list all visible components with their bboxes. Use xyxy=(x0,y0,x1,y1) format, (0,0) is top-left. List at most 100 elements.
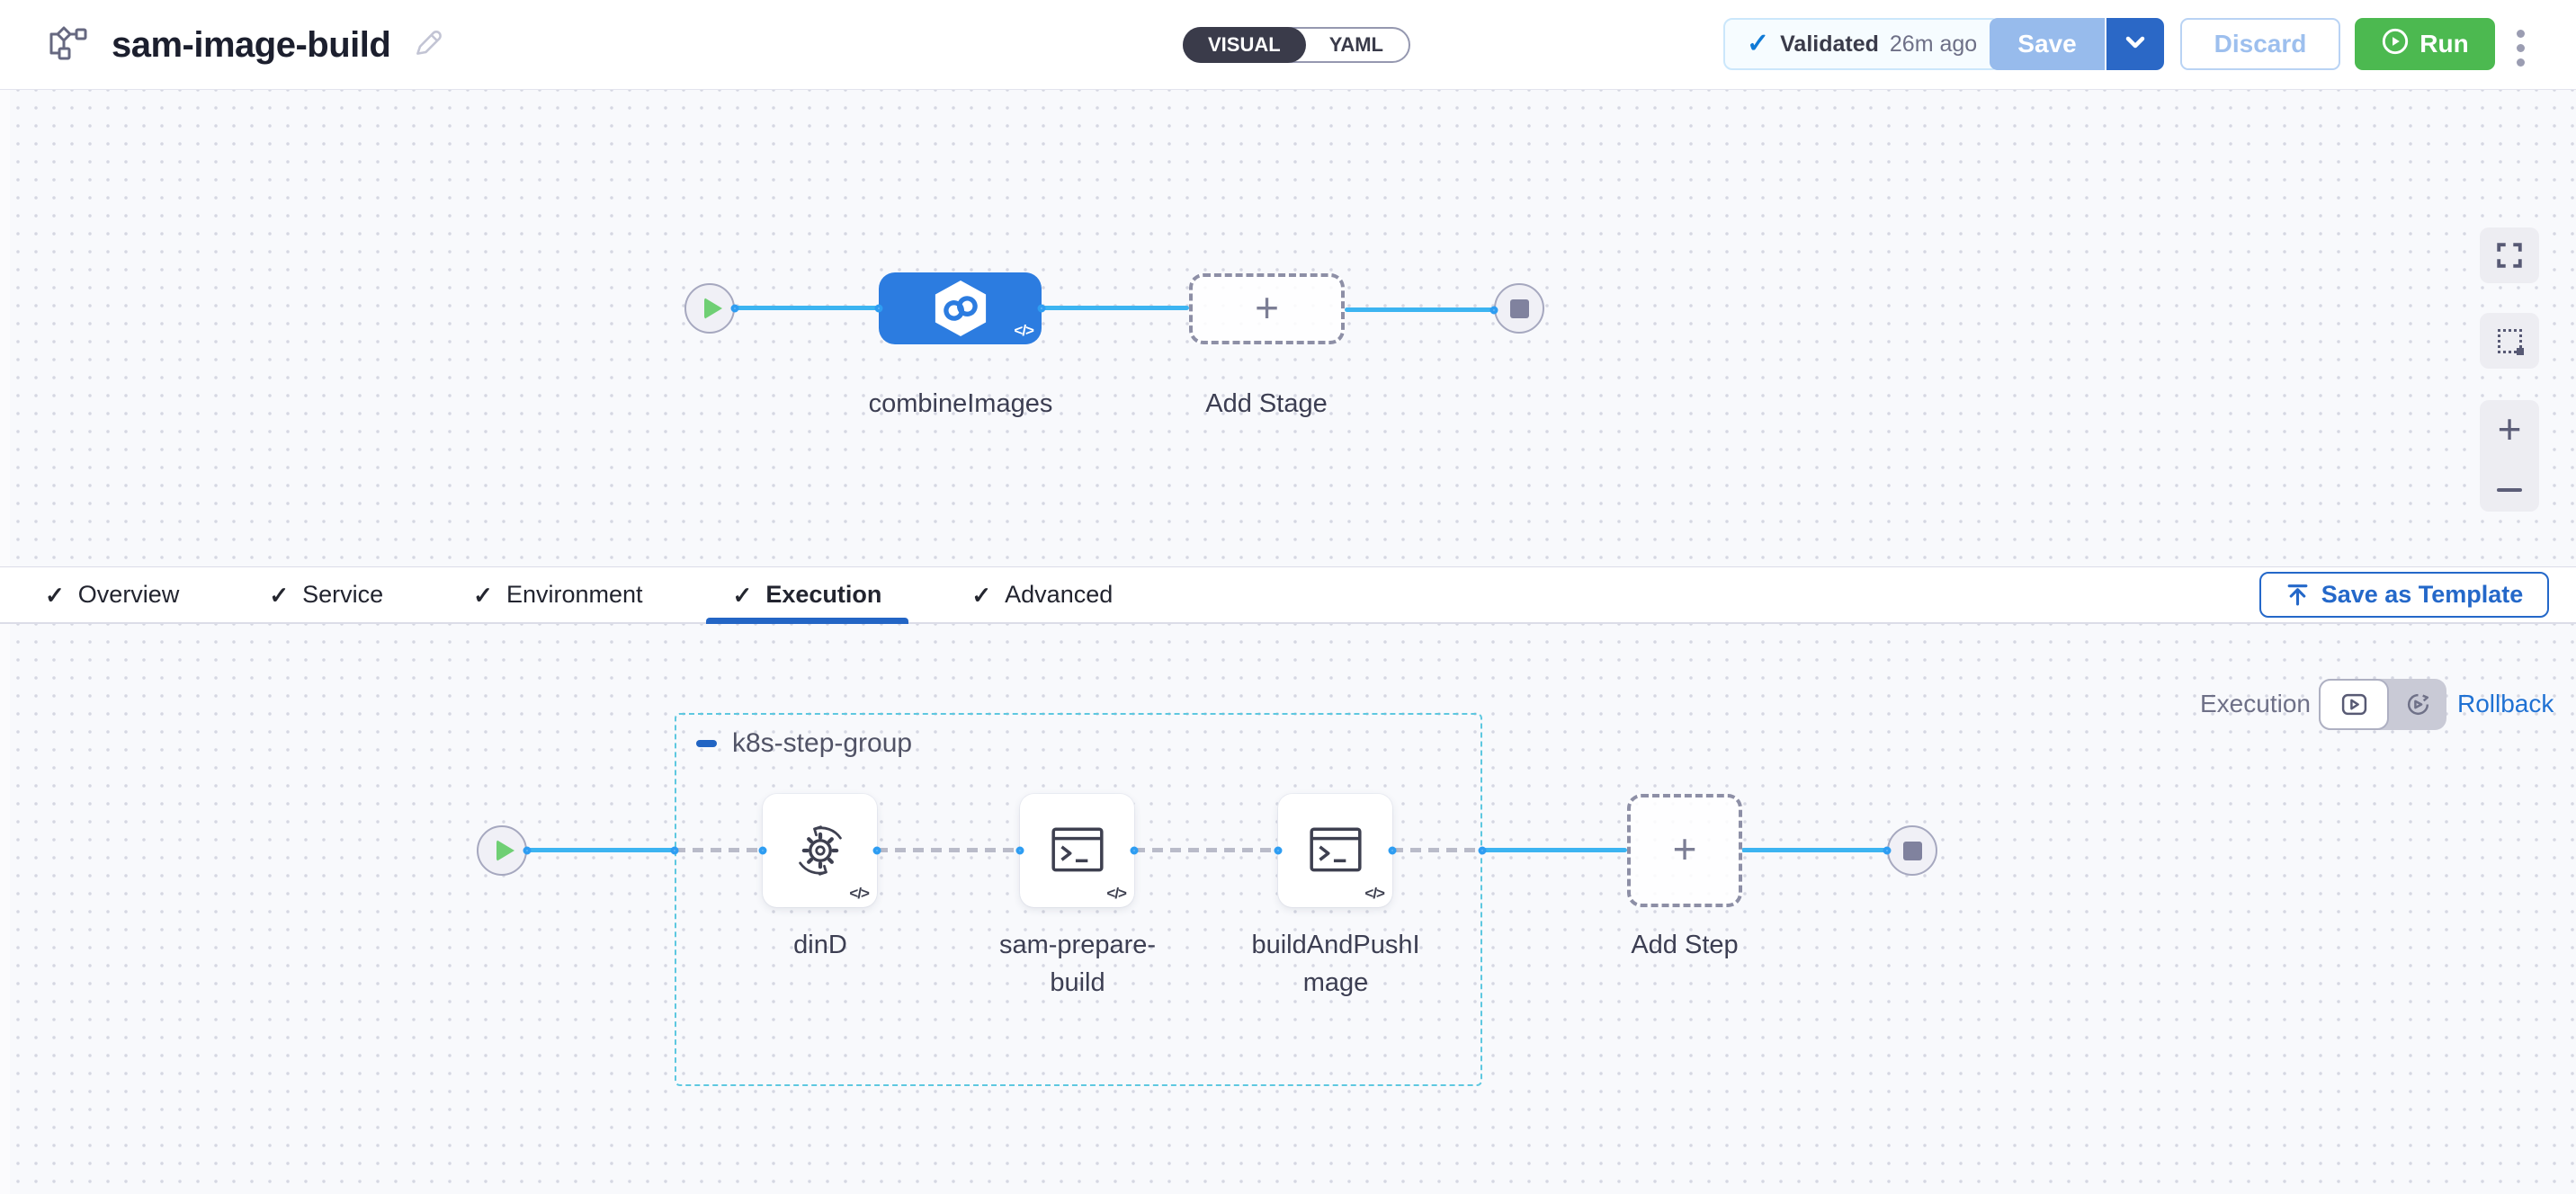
discard-button[interactable]: Discard xyxy=(2180,18,2340,70)
flow-dash-line xyxy=(675,848,763,852)
more-options-kebab-icon[interactable] xyxy=(2513,26,2528,70)
step-sam-prepare-build[interactable]: </> xyxy=(1020,794,1134,907)
collapse-minus-icon[interactable] xyxy=(696,740,717,747)
step-dind[interactable]: </> xyxy=(763,794,877,907)
zoom-out-button[interactable] xyxy=(2497,488,2522,492)
flow-line xyxy=(1042,306,1189,310)
rollback-circle-icon xyxy=(2407,693,2428,716)
flow-line xyxy=(1741,848,1887,852)
stop-icon xyxy=(1902,841,1922,860)
run-label: Run xyxy=(2419,30,2469,58)
play-icon xyxy=(496,840,514,861)
tab-service[interactable]: ✓ Service xyxy=(242,567,410,622)
execution-rollback-switch xyxy=(2319,679,2446,730)
code-badge-icon: </> xyxy=(1014,322,1034,339)
run-button[interactable]: Run xyxy=(2355,18,2495,70)
connector-port[interactable] xyxy=(523,846,532,855)
add-stage-button[interactable]: + xyxy=(1189,273,1345,344)
step-group-label: k8s-step-group xyxy=(732,728,913,758)
tab-label: Overview xyxy=(77,581,180,608)
code-badge-icon: </> xyxy=(849,885,870,902)
check-icon: ✓ xyxy=(732,581,753,609)
toggle-yaml[interactable]: YAML xyxy=(1328,33,1383,56)
tab-advanced[interactable]: ✓ Advanced xyxy=(944,567,1140,622)
connector-port[interactable] xyxy=(670,846,679,855)
marquee-select-icon xyxy=(2497,328,2524,355)
tab-label: Environment xyxy=(505,581,643,608)
check-icon: ✓ xyxy=(45,581,65,609)
step-group-box[interactable] xyxy=(675,713,1482,1086)
visual-yaml-toggle: VISUAL YAML xyxy=(1183,27,1410,63)
multi-select-button[interactable] xyxy=(2480,313,2539,369)
flow-dash-line xyxy=(1392,848,1482,852)
connector-port[interactable] xyxy=(1274,846,1283,855)
execution-mode-label: Execution xyxy=(2200,690,2311,717)
step-build-and-push-image[interactable]: </> xyxy=(1278,794,1392,907)
save-dropdown-button[interactable] xyxy=(2106,18,2164,70)
flow-dash-line xyxy=(1134,848,1278,852)
connector-port[interactable] xyxy=(730,304,739,313)
flow-line xyxy=(1482,848,1627,852)
zoom-in-button[interactable]: + xyxy=(2497,405,2522,452)
save-button[interactable]: Save xyxy=(1990,18,2106,70)
upload-icon xyxy=(2287,584,2308,606)
stage-combineimages[interactable]: </> xyxy=(879,272,1042,344)
tab-label: Execution xyxy=(765,581,882,608)
connector-port[interactable] xyxy=(1388,846,1397,855)
connector-port[interactable] xyxy=(1130,846,1139,855)
check-icon: ✓ xyxy=(1747,29,1770,58)
terminal-icon xyxy=(1051,827,1104,872)
add-step-button[interactable]: + xyxy=(1627,794,1742,907)
save-split-button: Save xyxy=(1990,18,2164,70)
left-gutter xyxy=(0,90,10,1194)
edit-pencil-icon[interactable] xyxy=(412,27,444,64)
execution-start-node[interactable] xyxy=(477,825,527,876)
fullscreen-button[interactable] xyxy=(2480,227,2539,283)
flow-line xyxy=(1345,307,1494,312)
zoom-control: + xyxy=(2480,400,2539,512)
stage-label: combineImages xyxy=(868,389,1053,418)
play-icon xyxy=(703,298,722,319)
play-box-icon xyxy=(2341,693,2366,716)
step-group-header: k8s-step-group xyxy=(696,728,912,759)
tab-overview[interactable]: ✓ Overview xyxy=(18,567,206,622)
chevron-down-icon xyxy=(2124,33,2147,56)
check-icon: ✓ xyxy=(473,581,493,609)
connector-port[interactable] xyxy=(1478,846,1487,855)
validated-label: Validated xyxy=(1780,31,1879,57)
connector-port[interactable] xyxy=(1489,306,1498,315)
pipeline-end-node[interactable] xyxy=(1494,283,1544,334)
step-label: dinD xyxy=(793,931,847,959)
flow-dash-line xyxy=(877,848,1020,852)
pipeline-start-node[interactable] xyxy=(684,283,735,334)
connector-port[interactable] xyxy=(872,846,881,855)
toggle-visual[interactable]: VISUAL xyxy=(1183,27,1306,63)
execution-end-node[interactable] xyxy=(1887,825,1937,876)
rollback-link[interactable]: Rollback xyxy=(2457,690,2554,717)
top-header: sam-image-build VISUAL YAML ✓ Validated … xyxy=(0,0,2576,90)
add-step-label: Add Step xyxy=(1631,931,1739,959)
check-icon: ✓ xyxy=(971,581,992,609)
gear-sync-icon xyxy=(798,825,842,876)
connector-port[interactable] xyxy=(758,846,767,855)
rollback-mode-button[interactable] xyxy=(2389,679,2446,730)
flow-line xyxy=(735,306,879,310)
tab-execution[interactable]: ✓ Execution xyxy=(705,567,909,624)
stage-canvas xyxy=(0,90,2576,566)
connector-port[interactable] xyxy=(1883,846,1892,855)
fullscreen-icon xyxy=(2497,243,2522,268)
code-badge-icon: </> xyxy=(1364,885,1385,902)
tab-environment[interactable]: ✓ Environment xyxy=(446,567,669,622)
tab-label: Advanced xyxy=(1005,581,1114,608)
step-label: buildAndPushImage xyxy=(1251,931,1420,997)
chained-stage-icon xyxy=(935,281,986,336)
connector-port[interactable] xyxy=(1037,304,1046,313)
connector-port[interactable] xyxy=(1015,846,1024,855)
save-as-template-button[interactable]: Save as Template xyxy=(2259,572,2549,618)
validated-badge: ✓ Validated 26m ago xyxy=(1723,18,2001,70)
plus-icon: + xyxy=(1255,283,1279,331)
connector-port[interactable] xyxy=(874,304,883,313)
save-as-template-label: Save as Template xyxy=(2321,581,2524,608)
tab-label: Service xyxy=(302,581,384,608)
execution-mode-button[interactable] xyxy=(2319,679,2389,730)
